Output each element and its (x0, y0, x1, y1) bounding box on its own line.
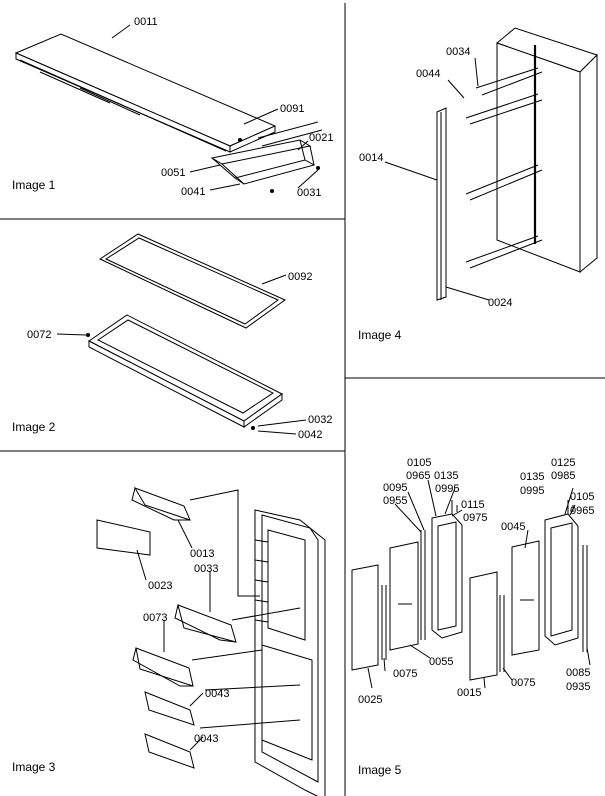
image3-leader-lines (136, 489, 301, 751)
label-0092: 0092 (288, 271, 312, 283)
label-0075-right: 0075 (511, 677, 535, 689)
label-0965-right: 0965 (570, 505, 594, 517)
label-0085: 0085 (566, 667, 590, 679)
label-0011: 0011 (134, 16, 158, 28)
image3-door-drawing (254, 509, 326, 796)
image5-left-door-assembly (351, 500, 463, 671)
image5-right-door-assembly (469, 500, 588, 681)
label-0045: 0045 (501, 521, 525, 533)
label-0055: 0055 (429, 656, 453, 668)
image2-leader-lines (56, 274, 307, 435)
label-0975: 0975 (463, 512, 487, 524)
label-0072: 0072 (27, 329, 51, 341)
label-0024: 0024 (488, 297, 512, 309)
label-0073: 0073 (143, 612, 167, 624)
label-0125: 0125 (551, 457, 575, 469)
label-0051: 0051 (161, 167, 185, 179)
label-0044: 0044 (416, 68, 440, 80)
label-0965-left: 0965 (406, 470, 430, 482)
image4-caption: Image 4 (358, 328, 402, 342)
image4-panel-drawing (465, 27, 598, 274)
label-0955: 0955 (383, 495, 407, 507)
image4-rails (465, 67, 543, 269)
label-0031: 0031 (297, 187, 321, 199)
label-0105-left: 0105 (407, 457, 431, 469)
label-0095: 0095 (383, 482, 407, 494)
label-0135-right: 0135 (520, 471, 544, 483)
label-0033: 0033 (194, 563, 218, 575)
label-0043-lower: 0043 (194, 733, 218, 745)
image1-leader-lines (111, 24, 319, 191)
label-0995-left: 0995 (435, 483, 459, 495)
label-0043-upper: 0043 (205, 688, 229, 700)
label-0995-right: 0995 (520, 485, 544, 497)
label-0935: 0935 (566, 681, 590, 693)
image1-caption: Image 1 (12, 178, 56, 192)
image4-trim-strip (436, 107, 447, 301)
image2-caption: Image 2 (12, 420, 56, 434)
label-0042: 0042 (298, 429, 322, 441)
label-0013: 0013 (190, 548, 214, 560)
label-0115: 0115 (461, 499, 485, 511)
label-0015: 0015 (457, 687, 481, 699)
label-0105-right: 0105 (570, 491, 594, 503)
image5-leader-lines (367, 479, 591, 689)
label-0023: 0023 (148, 580, 172, 592)
panel-dividers (0, 3, 605, 796)
label-0041: 0041 (181, 186, 205, 198)
image3-caption: Image 3 (12, 760, 56, 774)
image3-bins-drawing (96, 487, 237, 769)
label-0135-left: 0135 (434, 470, 458, 482)
label-0034: 0034 (446, 46, 470, 58)
image4-leader-lines (384, 57, 490, 301)
label-0014: 0014 (359, 152, 383, 164)
label-0075-left: 0075 (393, 668, 417, 680)
label-0091: 0091 (280, 103, 304, 115)
label-0985: 0985 (551, 470, 575, 482)
label-0032: 0032 (308, 414, 332, 426)
image1-shelf-drawing (14, 33, 323, 193)
label-0021: 0021 (309, 132, 333, 144)
label-0025: 0025 (358, 694, 382, 706)
image2-glass-shelf-drawing (86, 233, 286, 430)
image5-caption: Image 5 (358, 763, 402, 777)
